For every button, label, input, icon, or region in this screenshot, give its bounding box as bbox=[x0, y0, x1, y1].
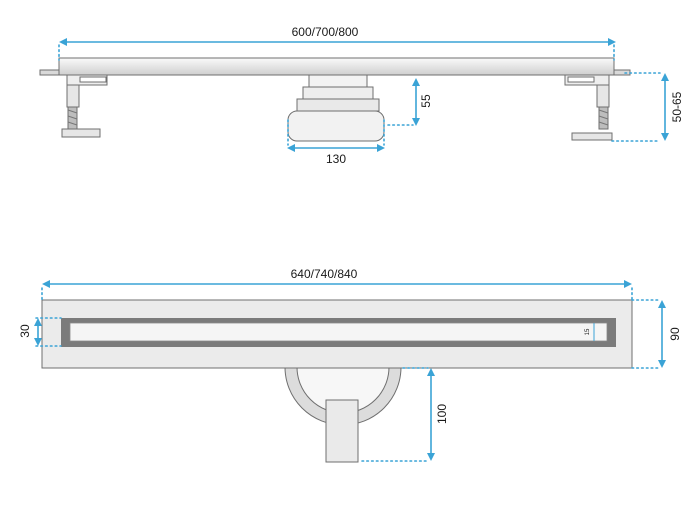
side-height-label: 55 bbox=[419, 94, 433, 108]
side-outlet-width-label: 130 bbox=[326, 152, 346, 166]
top-inner-width-label: 30 bbox=[18, 324, 32, 338]
side-outlet-trap bbox=[287, 74, 385, 142]
side-length-label: 600/700/800 bbox=[292, 25, 359, 39]
top-body-width-label: 90 bbox=[668, 327, 682, 341]
top-grate-cover bbox=[69, 322, 608, 342]
side-adjust-label: 50-65 bbox=[670, 91, 684, 122]
right-mounting-foot bbox=[564, 74, 613, 141]
left-mounting-foot bbox=[61, 74, 108, 138]
side-channel-body bbox=[58, 57, 615, 76]
side-view: 600/700/800 55 130 50-65 bbox=[39, 25, 684, 166]
top-slot-label: 15 bbox=[585, 328, 591, 335]
top-length-label: 640/740/840 bbox=[291, 267, 358, 281]
top-outlet-depth-label: 100 bbox=[435, 404, 449, 424]
top-view: 15 640/740/840 30 90 100 bbox=[18, 267, 682, 463]
